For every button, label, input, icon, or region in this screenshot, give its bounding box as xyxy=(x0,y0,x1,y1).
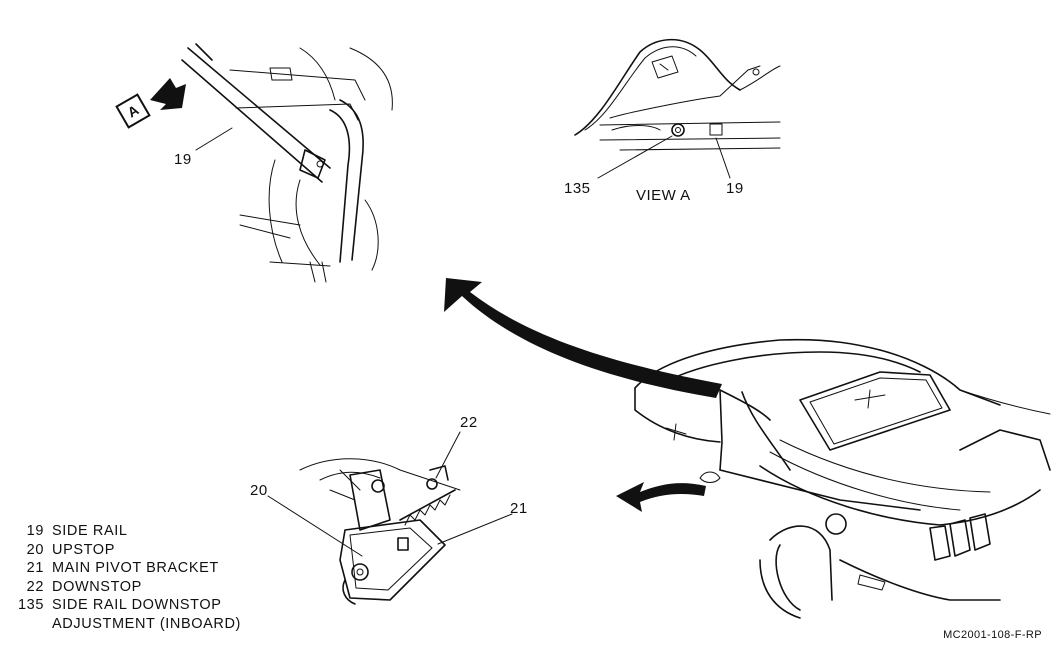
callout-21: 21 xyxy=(510,500,528,517)
legend-number: 19 xyxy=(26,523,44,539)
legend-number: 21 xyxy=(26,560,44,576)
car-illustration xyxy=(634,338,1051,619)
small-curved-arrow xyxy=(616,482,706,512)
legend-label: DOWNSTOP xyxy=(52,578,142,595)
legend-label: UPSTOP xyxy=(52,541,115,558)
big-curved-arrow xyxy=(444,278,722,398)
legend-number: 135 xyxy=(18,597,44,613)
legend-number: 22 xyxy=(26,578,44,595)
pivot-bracket-detail xyxy=(267,431,513,605)
parts-legend: 19 SIDE RAIL 20 UPSTOP 21 MAIN PIVOT BRACKE… xyxy=(10,522,241,633)
legend-row: 19 SIDE RAIL xyxy=(10,522,241,541)
view-a-detail xyxy=(574,38,781,179)
callout-135: 135 xyxy=(564,180,591,197)
legend-label: SIDE RAIL DOWNSTOP xyxy=(52,597,222,613)
figure-reference: MC2001-108-F-RP xyxy=(943,629,1042,641)
callout-20: 20 xyxy=(250,482,268,499)
view-a-marker-letter: A xyxy=(124,101,142,121)
legend-row: 22 DOWNSTOP xyxy=(10,578,241,597)
side-rail-detail xyxy=(150,43,393,283)
legend-label: SIDE RAIL xyxy=(52,523,128,539)
legend-label: MAIN PIVOT BRACKET xyxy=(52,560,219,576)
callout-22: 22 xyxy=(460,414,478,431)
callout-19-side-rail: 19 xyxy=(174,151,192,168)
legend-row: 20 UPSTOP xyxy=(10,541,241,560)
legend-continuation: ADJUSTMENT (INBOARD) xyxy=(52,615,241,632)
callout-19-view-a: 19 xyxy=(726,180,744,197)
legend-number: 20 xyxy=(26,541,44,558)
legend-row: 135 SIDE RAIL DOWNSTOP xyxy=(10,596,241,615)
legend-row: 21 MAIN PIVOT BRACKET xyxy=(10,559,241,578)
view-a-title: VIEW A xyxy=(636,187,691,204)
